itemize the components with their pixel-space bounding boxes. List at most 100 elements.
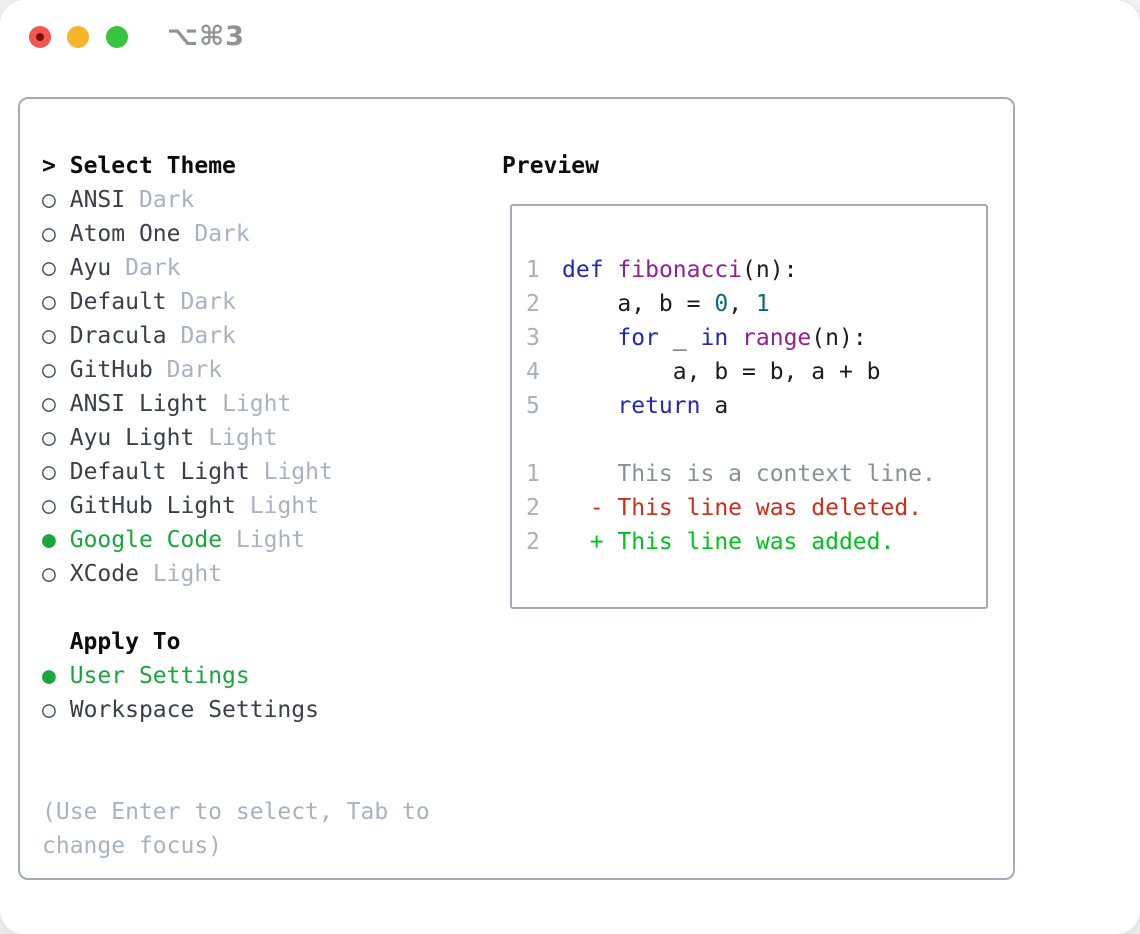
select-theme-title: Select Theme [69, 153, 236, 179]
radio-selected-icon: ● [42, 527, 56, 553]
theme-options: ○ ANSI Dark○ Atom One Dark○ Ayu Dark○ De… [42, 183, 474, 591]
theme-name: Ayu [69, 255, 112, 281]
theme-variant-label: Dark [180, 323, 236, 349]
apply-option-label: User Settings [69, 663, 250, 689]
code-token: a, b = [562, 291, 715, 317]
line-number: 1 [526, 257, 540, 283]
line-number: 2 [526, 495, 540, 521]
line-number: 3 [526, 325, 540, 351]
help-hint-text: (Use Enter to select, Tab to change focu… [42, 799, 430, 859]
code-token [562, 393, 617, 419]
theme-variant-label: Dark [138, 187, 195, 213]
apply-options: ● User Settings○ Workspace Settings [42, 659, 474, 727]
prompt-icon: > [42, 153, 56, 179]
keyboard-shortcut-label: ⌥⌘3 [167, 21, 245, 52]
apply-option-workspace-settings[interactable]: ○ Workspace Settings [42, 693, 474, 727]
line-number: 1 [526, 461, 540, 487]
theme-name: ANSI [69, 187, 126, 213]
code-token: def [562, 257, 604, 283]
preview-diff-lines: 1 This is a context line.2 - This line w… [526, 457, 986, 559]
radio-unselected-icon: ○ [42, 255, 56, 281]
theme-variant-label: Dark [166, 357, 223, 383]
code-line: 3 for _ in range(n): [526, 321, 986, 355]
line-number: 5 [526, 393, 540, 419]
radio-unselected-icon: ○ [42, 221, 56, 247]
theme-name: GitHub Light [69, 493, 236, 519]
radio-unselected-icon: ○ [42, 187, 56, 213]
code-token: (n): [742, 257, 798, 283]
code-token [728, 325, 742, 351]
line-number: 4 [526, 359, 540, 385]
theme-variant-label: Dark [125, 255, 181, 281]
apply-option-user-settings[interactable]: ● User Settings [42, 659, 474, 693]
theme-name: Default [69, 289, 167, 315]
theme-option-google-code[interactable]: ● Google Code Light [42, 523, 474, 557]
spacer [526, 423, 986, 457]
code-line: 4 a, b = b, a + b [526, 355, 986, 389]
theme-option-default-light[interactable]: ○ Default Light Light [42, 455, 474, 489]
code-token: a [700, 393, 729, 419]
theme-variant-label: Light [263, 459, 333, 485]
code-token [562, 325, 617, 351]
apply-option-label: Workspace Settings [69, 697, 319, 723]
theme-option-ayu-light[interactable]: ○ Ayu Light Light [42, 421, 474, 455]
theme-variant-label: Light [249, 493, 319, 519]
theme-option-ansi-light[interactable]: ○ ANSI Light Light [42, 387, 474, 421]
spacer [42, 727, 474, 761]
theme-option-ayu[interactable]: ○ Ayu Dark [42, 251, 474, 285]
select-theme-header: > Select Theme [42, 149, 474, 183]
radio-selected-icon: ● [42, 663, 56, 689]
zoom-button[interactable] [106, 26, 128, 48]
theme-name: Ayu Light [69, 425, 195, 451]
diff-text: - This line was deleted. [562, 495, 923, 521]
radio-unselected-icon: ○ [42, 357, 56, 383]
theme-option-dracula[interactable]: ○ Dracula Dark [42, 319, 474, 353]
diff-line-deleted: 2 - This line was deleted. [526, 491, 986, 525]
code-token: 1 [755, 291, 770, 317]
theme-name: Default Light [69, 459, 250, 485]
code-token: in [700, 325, 729, 351]
theme-option-github-light[interactable]: ○ GitHub Light Light [42, 489, 474, 523]
theme-name: Atom One [69, 221, 181, 247]
theme-option-github[interactable]: ○ GitHub Dark [42, 353, 474, 387]
code-token: 0 [714, 291, 729, 317]
theme-variant-label: Light [152, 561, 223, 587]
radio-unselected-icon: ○ [42, 425, 56, 451]
spacer [42, 591, 474, 625]
diff-text: This is a context line. [562, 461, 936, 487]
theme-variant-label: Light [235, 527, 306, 553]
code-token: , [728, 291, 756, 317]
code-line: 2 a, b = 0, 1 [526, 287, 986, 321]
radio-unselected-icon: ○ [42, 561, 56, 587]
theme-option-xcode[interactable]: ○ XCode Light [42, 557, 474, 591]
radio-unselected-icon: ○ [42, 391, 56, 417]
theme-name: ANSI Light [69, 391, 209, 417]
code-token: _ [658, 325, 701, 351]
minimize-button[interactable] [67, 26, 89, 48]
radio-unselected-icon: ○ [42, 289, 56, 315]
theme-name: Dracula [69, 323, 167, 349]
diff-text: + This line was added. [562, 529, 895, 555]
diff-line-context: 1 This is a context line. [526, 457, 986, 491]
theme-option-atom-one[interactable]: ○ Atom One Dark [42, 217, 474, 251]
code-token: for [617, 325, 659, 351]
theme-name: XCode [69, 561, 139, 587]
theme-picker-panel: > Select Theme ○ ANSI Dark○ Atom One Dar… [18, 97, 1015, 880]
theme-option-default[interactable]: ○ Default Dark [42, 285, 474, 319]
close-button[interactable] [29, 26, 51, 48]
radio-unselected-icon: ○ [42, 323, 56, 349]
unsaved-changes-dot-icon [36, 33, 44, 41]
code-token [604, 257, 618, 283]
radio-unselected-icon: ○ [42, 493, 56, 519]
code-token: range [742, 325, 812, 351]
theme-name: Google Code [69, 527, 223, 553]
code-token: return [617, 393, 701, 419]
preview-header: Preview [502, 153, 599, 179]
theme-option-ansi[interactable]: ○ ANSI Dark [42, 183, 474, 217]
theme-variant-label: Light [222, 391, 292, 417]
diff-line-added: 2 + This line was added. [526, 525, 986, 559]
